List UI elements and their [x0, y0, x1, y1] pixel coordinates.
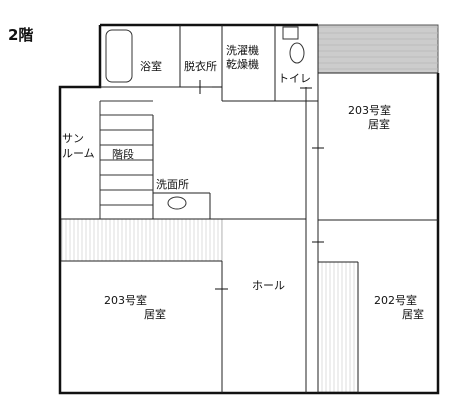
room-label-203-bottom-1: 203号室 — [104, 294, 147, 307]
room-label-203-top-2: 居室 — [368, 118, 390, 131]
room-label-202-2: 居室 — [402, 308, 424, 321]
room-label-laundry-1: 洗濯機 — [226, 44, 259, 57]
room-label-toilet: トイレ — [278, 72, 311, 85]
room-label-sunroom-1: サン — [62, 132, 84, 145]
stairs-icon — [99, 100, 153, 219]
room-label-bath: 浴室 — [140, 60, 162, 73]
washbasin-icon — [167, 196, 187, 210]
toilet-icon — [282, 26, 305, 64]
door-marks — [199, 80, 324, 290]
outer-walls — [58, 23, 440, 395]
room-label-washroom: 洗面所 — [156, 178, 189, 191]
room-label-dressing: 脱衣所 — [184, 60, 217, 73]
interior-walls — [61, 25, 438, 393]
floor-label: 2階 — [8, 26, 34, 44]
room-label-sunroom-2: ルーム — [62, 147, 95, 160]
balcony-hatch — [318, 25, 438, 73]
room-label-laundry-2: 乾燥機 — [226, 58, 259, 71]
room-label-203-top-1: 203号室 — [348, 104, 391, 117]
room-label-stairs: 階段 — [112, 148, 134, 161]
hall-hatch-strip — [60, 218, 223, 262]
room-label-203-bottom-2: 居室 — [144, 308, 166, 321]
room202-hatch-strip — [317, 261, 359, 393]
room-label-202-1: 202号室 — [374, 294, 417, 307]
room-label-hall: ホール — [252, 279, 285, 292]
bathtub-icon — [105, 29, 133, 83]
